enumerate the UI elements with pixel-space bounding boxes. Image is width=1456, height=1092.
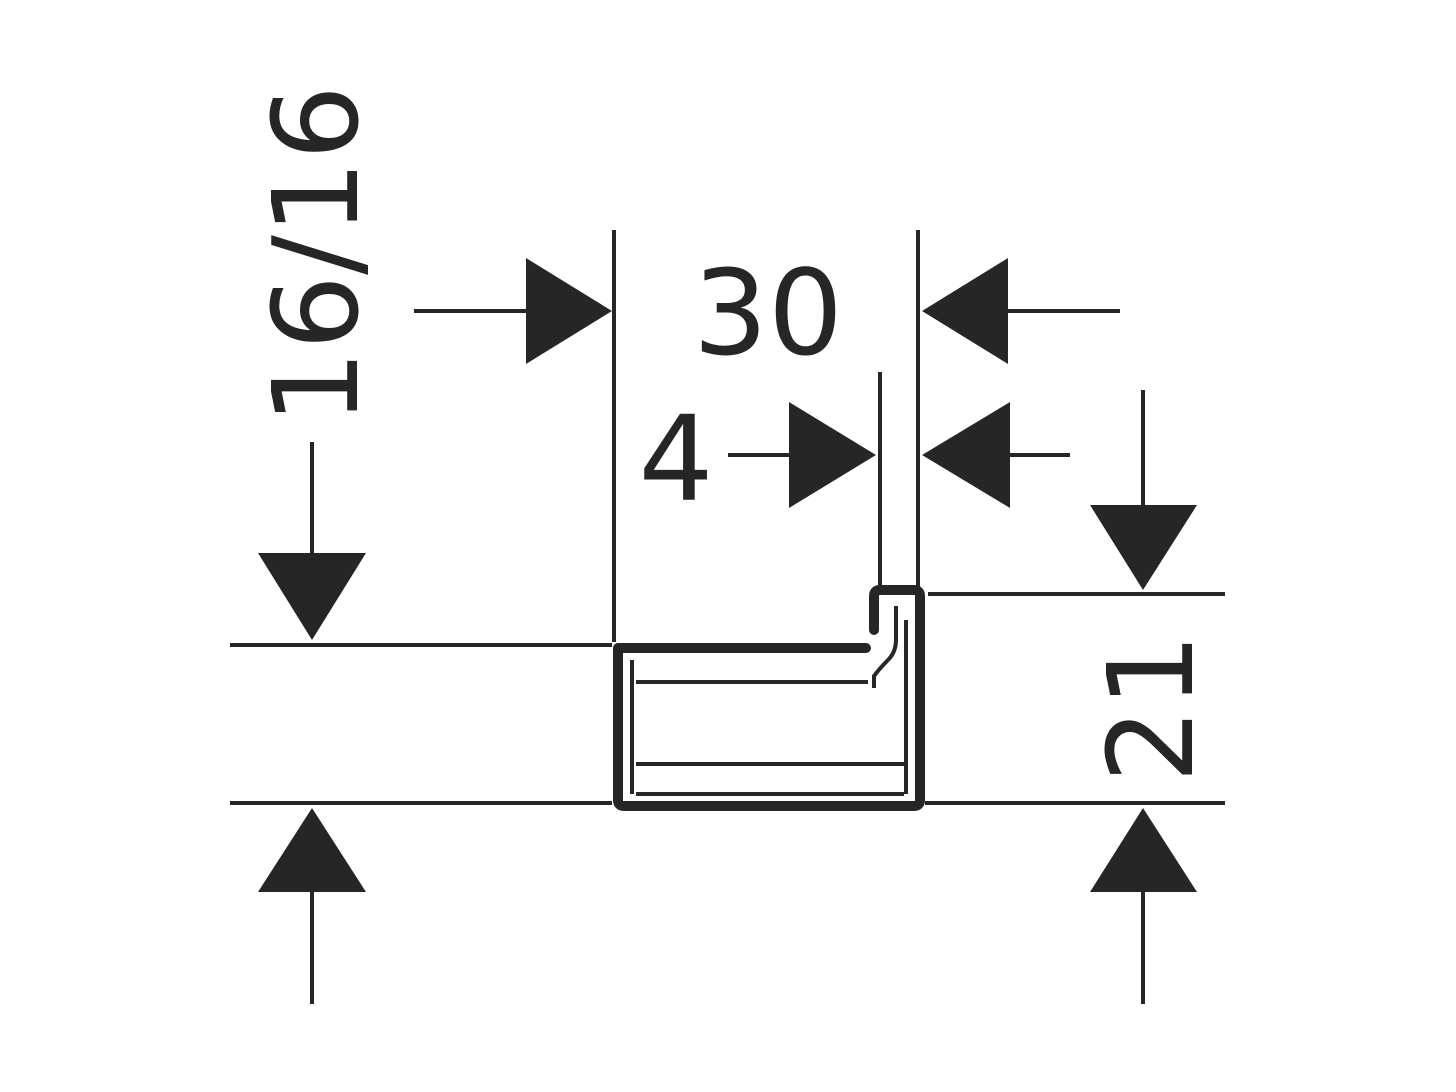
width-dimension: 30: [414, 244, 1120, 382]
profile-label: 16/16: [247, 85, 385, 425]
height-arrow-bottom: [1090, 808, 1197, 892]
hook-label: 4: [638, 390, 713, 528]
height-dimension: 21: [1082, 390, 1220, 1004]
profile-dimension: 16/16: [247, 85, 385, 1004]
profile-outline: [613, 585, 925, 811]
hook-arrow-left: [789, 402, 876, 508]
width-arrow-left: [526, 258, 612, 364]
width-label: 30: [693, 244, 843, 382]
height-label: 21: [1082, 633, 1220, 783]
profile-body: [613, 585, 925, 811]
hook-dimension: 4: [638, 390, 1070, 528]
width-arrow-right: [922, 258, 1008, 364]
profile-arrow-top: [258, 553, 366, 640]
profile-hook-inner: [872, 606, 898, 688]
hook-arrow-right: [922, 402, 1010, 508]
profile-arrow-bottom: [258, 808, 366, 892]
height-arrow-top: [1090, 505, 1197, 590]
